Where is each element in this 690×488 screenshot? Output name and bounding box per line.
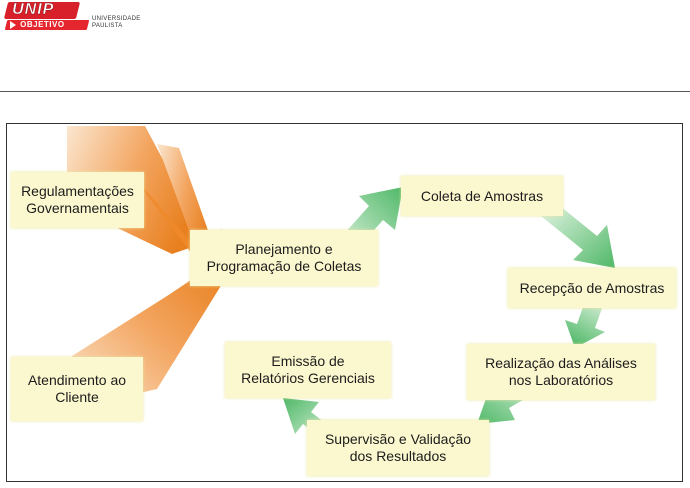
logo-subbrand: OBJETIVO <box>5 20 89 30</box>
step-box-reports: Emissão de Relatórios Gerenciais <box>225 342 391 398</box>
step-box-planning: Planejamento e Programação de Coletas <box>190 230 378 286</box>
header-divider <box>0 91 690 92</box>
step-label-line1: Coleta de Amostras <box>421 188 543 205</box>
step-box-validation: Supervisão e Validação dos Resultados <box>307 420 489 476</box>
step-box-reception: Recepção de Amostras <box>508 268 676 308</box>
input-label-line1: Regulamentações <box>21 183 134 200</box>
step-box-collection: Coleta de Amostras <box>401 176 563 216</box>
process-diagram: Regulamentações Governamentais Atendimen… <box>6 123 683 482</box>
step-box-analysis: Realização das Análises nos Laboratórios <box>467 344 655 400</box>
step-label-line2: nos Laboratórios <box>509 372 613 389</box>
step-label-line1: Recepção de Amostras <box>520 280 665 297</box>
logo-university-text: UNIVERSIDADE PAULISTA <box>92 16 141 30</box>
step-label-line1: Planejamento e <box>235 241 332 258</box>
step-label-line1: Supervisão e Validação <box>325 431 471 448</box>
step-label-line1: Emissão de <box>271 353 344 370</box>
input-label-line1: Atendimento ao <box>28 372 126 389</box>
unip-logo: UNIP OBJETIVO UNIVERSIDADE PAULISTA <box>4 2 138 32</box>
step-label-line1: Realização das Análises <box>485 355 637 372</box>
input-label-line2: Cliente <box>55 389 99 406</box>
logo-arrow-icon <box>10 21 16 29</box>
logo-wordmark: UNIP <box>4 2 80 19</box>
step-label-line2: Relatórios Gerenciais <box>241 370 375 387</box>
step-label-line2: dos Resultados <box>350 448 447 465</box>
step-label-line2: Programação de Coletas <box>207 258 362 275</box>
input-box-client: Atendimento ao Cliente <box>11 357 143 421</box>
logo-sub-text: OBJETIVO <box>20 20 64 29</box>
input-box-regulations: Regulamentações Governamentais <box>11 172 144 228</box>
logo-university-line1: UNIVERSIDADE <box>92 16 141 23</box>
logo-brand-text: UNIP <box>12 1 54 19</box>
input-label-line2: Governamentais <box>26 200 129 217</box>
logo-university-line2: PAULISTA <box>92 23 141 30</box>
